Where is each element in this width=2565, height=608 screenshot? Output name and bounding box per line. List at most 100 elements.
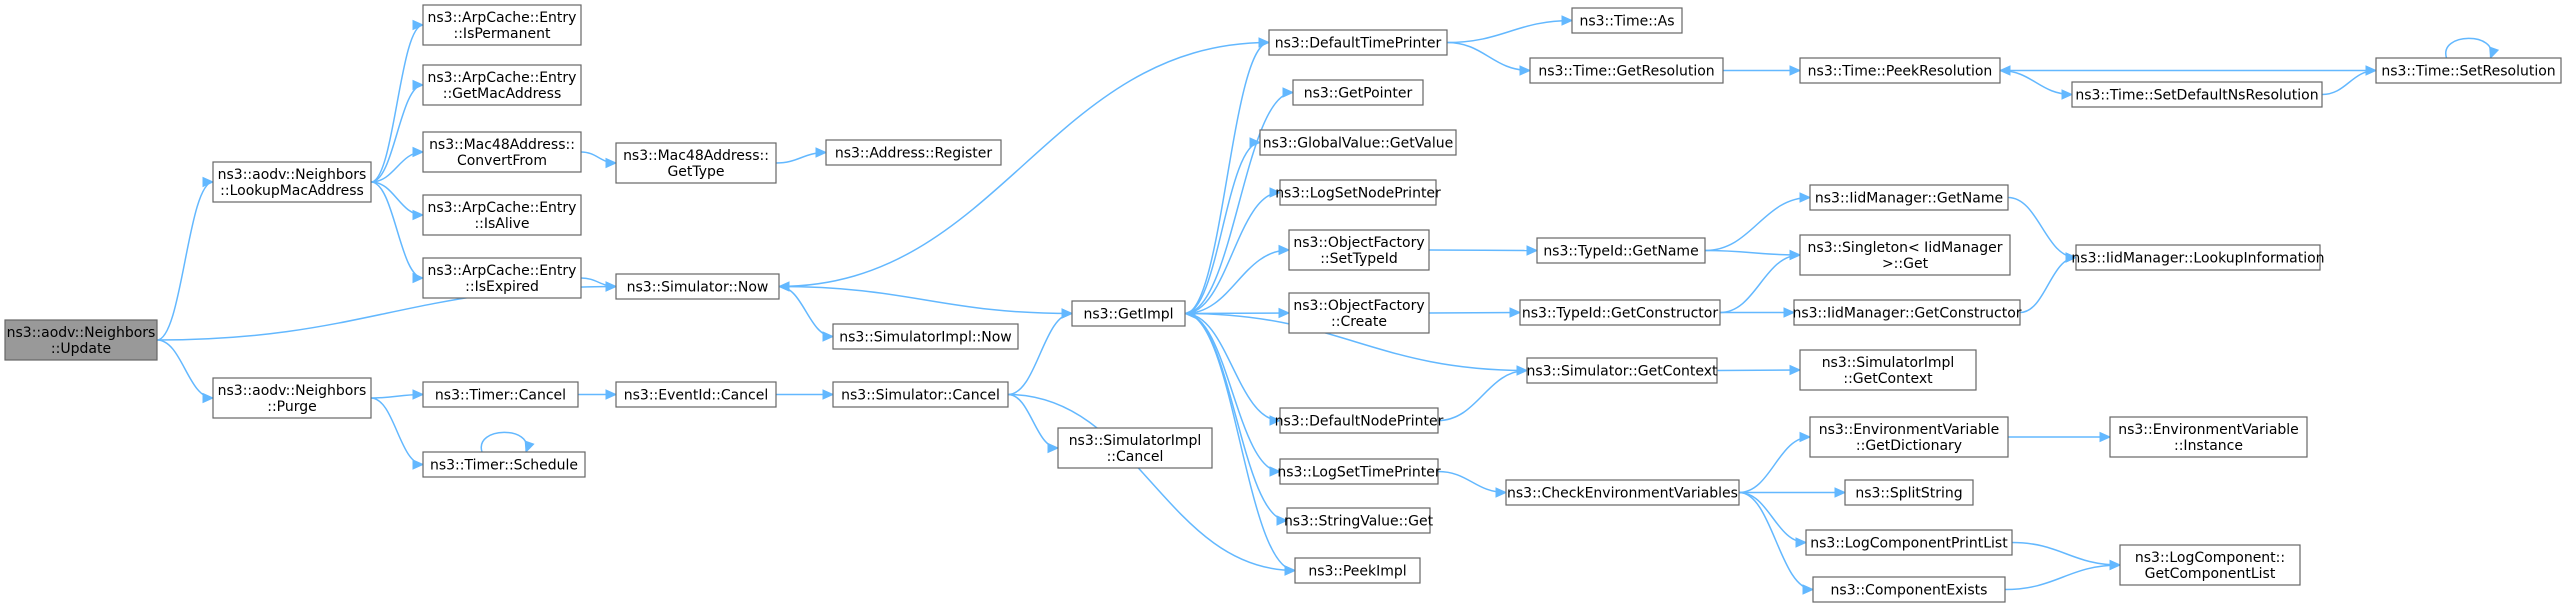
node-box-timercancel[interactable] [422,381,579,408]
node-singleton[interactable]: ns3::Singleton< IidManager >::Get [1799,234,2011,276]
node-convfrom[interactable]: ns3::Mac48Address::ConvertFrom [422,131,582,173]
node-box-singleton[interactable] [1799,234,2011,276]
node-typeidgetname[interactable]: ns3::TypeId::GetName [1536,237,1706,264]
node-purge[interactable]: ns3::aodv::Neighbors::Purge [212,377,372,419]
node-timercancel[interactable]: ns3::Timer::Cancel [422,381,579,408]
node-getpointer[interactable]: ns3::GetPointer [1292,79,1424,106]
node-deftimeprinter[interactable]: ns3::DefaultTimePrinter [1268,29,1448,56]
node-box-splitstring[interactable] [1844,479,1974,506]
node-iidlookup[interactable]: ns3::IidManager::LookupInformation [2071,244,2325,271]
node-root[interactable]: ns3::aodv::Neighbors::Update [4,319,158,361]
node-box-simimplctx[interactable] [1799,349,1977,391]
node-simgetctx[interactable]: ns3::Simulator::GetContext [1526,357,1718,384]
node-box-checkenv[interactable] [1505,479,1740,506]
node-macgettype[interactable]: ns3::Mac48Address::GetType [615,142,777,184]
node-ofsettypeid[interactable]: ns3::ObjectFactory::SetTypeId [1288,229,1430,271]
node-simimplcancel[interactable]: ns3::SimulatorImpl::Cancel [1057,427,1213,469]
node-box-convfrom[interactable] [422,131,582,173]
node-box-getimpl[interactable] [1071,300,1186,327]
node-box-compexists[interactable] [1812,576,2006,603]
node-box-iidgetctor[interactable] [1793,299,2021,326]
node-isalive[interactable]: ns3::ArpCache::Entry::IsAlive [422,194,582,236]
node-simnow[interactable]: ns3::Simulator::Now [615,273,780,300]
node-box-peekimpl[interactable] [1294,557,1421,584]
node-box-addrreg[interactable] [825,139,1002,166]
node-box-timesetdef[interactable] [2071,81,2323,108]
node-box-simgetctx[interactable] [1526,357,1718,384]
node-box-timeas[interactable] [1571,7,1683,34]
node-box-logsettime[interactable] [1279,458,1439,485]
node-eventcancel[interactable]: ns3::EventId::Cancel [615,381,777,408]
node-box-isalive[interactable] [422,194,582,236]
node-box-eventcancel[interactable] [615,381,777,408]
node-box-stringget[interactable] [1286,507,1431,534]
node-box-defnodeprinter[interactable] [1279,407,1439,434]
node-timeas[interactable]: ns3::Time::As [1571,7,1683,34]
node-box-isexp[interactable] [422,257,582,299]
node-box-simcancel[interactable] [832,381,1009,408]
node-timegetres[interactable]: ns3::Time::GetResolution [1529,57,1724,84]
node-box-typeidgetname[interactable] [1536,237,1706,264]
node-isexp[interactable]: ns3::ArpCache::Entry::IsExpired [422,257,582,299]
node-simimplctx[interactable]: ns3::SimulatorImpl::GetContext [1799,349,1977,391]
node-simcancel[interactable]: ns3::Simulator::Cancel [832,381,1009,408]
node-timesetres[interactable]: ns3::Time::SetResolution [2375,57,2562,84]
node-box-getmac[interactable] [422,64,582,106]
node-iidgetname[interactable]: ns3::IidManager::GetName [1809,184,2009,211]
node-gvgetvalue[interactable]: ns3::GlobalValue::GetValue [1259,129,1457,156]
node-box-getpointer[interactable] [1292,79,1424,106]
node-timepeekres[interactable]: ns3::Time::PeekResolution [1799,57,2001,84]
node-simimplnow[interactable]: ns3::SimulatorImpl::Now [832,323,1019,350]
node-box-ofcreate[interactable] [1288,292,1430,334]
node-getimpl[interactable]: ns3::GetImpl [1071,300,1186,327]
node-box-macgettype[interactable] [615,142,777,184]
edge-compexists-to-logcompget [2004,564,2121,591]
node-box-logcompprint[interactable] [1805,529,2013,556]
node-envgetdict[interactable]: ns3::EnvironmentVariable::GetDictionary [1809,416,2009,458]
node-box-simimplnow[interactable] [832,323,1019,350]
node-box-isperm[interactable] [422,4,582,46]
node-box-root[interactable] [4,319,158,361]
node-box-logsetnode[interactable] [1279,179,1437,206]
node-box-deftimeprinter[interactable] [1268,29,1448,56]
node-stringget[interactable]: ns3::StringValue::Get [1284,507,1434,534]
node-box-timegetres[interactable] [1529,57,1724,84]
node-logcompprint[interactable]: ns3::LogComponentPrintList [1805,529,2013,556]
arrowhead-convfrom-to-macgettype [605,157,618,169]
node-splitstring[interactable]: ns3::SplitString [1844,479,1974,506]
node-box-gvgetvalue[interactable] [1259,129,1457,156]
node-timesetdef[interactable]: ns3::Time::SetDefaultNsResolution [2071,81,2323,108]
node-lookup[interactable]: ns3::aodv::Neighbors::LookupMacAddress [212,161,372,203]
node-box-iidlookup[interactable] [2075,244,2321,271]
node-typeidgetctor[interactable]: ns3::TypeId::GetConstructor [1519,299,1721,326]
node-box-envgetdict[interactable] [1809,416,2009,458]
node-getmac[interactable]: ns3::ArpCache::Entry::GetMacAddress [422,64,582,106]
node-box-timersched[interactable] [422,451,586,478]
node-ofcreate[interactable]: ns3::ObjectFactory::Create [1288,292,1430,334]
node-envinstance[interactable]: ns3::EnvironmentVariable::Instance [2109,416,2308,458]
node-logsettime[interactable]: ns3::LogSetTimePrinter [1277,458,1441,485]
node-timersched[interactable]: ns3::Timer::Schedule [422,451,586,478]
node-box-timepeekres[interactable] [1799,57,2001,84]
node-box-simnow[interactable] [615,273,780,300]
node-box-timesetres[interactable] [2375,57,2562,84]
node-box-logcompget[interactable] [2119,544,2301,586]
node-isperm[interactable]: ns3::ArpCache::Entry::IsPermanent [422,4,582,46]
node-peekimpl[interactable]: ns3::PeekImpl [1294,557,1421,584]
node-defnodeprinter[interactable]: ns3::DefaultNodePrinter [1275,407,1444,434]
node-logcompget[interactable]: ns3::LogComponent::GetComponentList [2119,544,2301,586]
node-box-purge[interactable] [212,377,372,419]
node-box-typeidgetctor[interactable] [1519,299,1721,326]
node-box-ofsettypeid[interactable] [1288,229,1430,271]
node-checkenv[interactable]: ns3::CheckEnvironmentVariables [1505,479,1740,506]
node-compexists[interactable]: ns3::ComponentExists [1812,576,2006,603]
node-label-getimpl-line-0: ns3::GetImpl [1083,307,1173,323]
node-box-simimplcancel[interactable] [1057,427,1213,469]
node-box-lookup[interactable] [212,161,372,203]
node-iidgetctor[interactable]: ns3::IidManager::GetConstructor [1792,299,2022,326]
node-addrreg[interactable]: ns3::Address::Register [825,139,1002,166]
arrowhead-getimpl-to-logsetnode [1269,187,1282,198]
node-box-envinstance[interactable] [2109,416,2308,458]
node-logsetnode[interactable]: ns3::LogSetNodePrinter [1275,179,1441,206]
node-box-iidgetname[interactable] [1809,184,2009,211]
